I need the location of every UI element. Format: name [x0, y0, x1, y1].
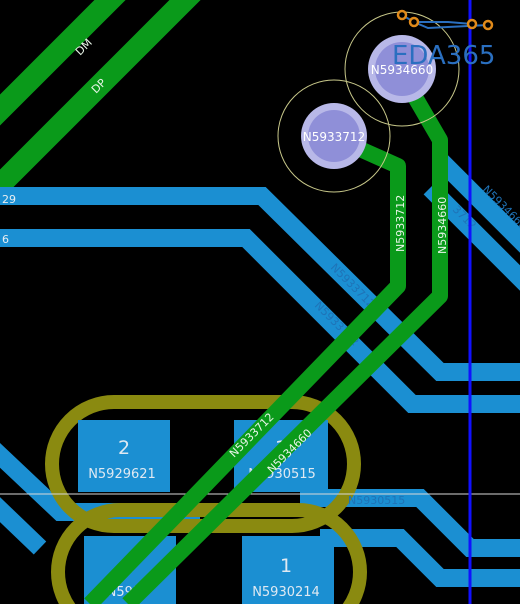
- blue-trace-1[interactable]: [0, 187, 520, 381]
- pad-top-left[interactable]: [78, 420, 170, 492]
- net-label-6: 6: [2, 233, 9, 246]
- logo-dot-3: [466, 18, 478, 30]
- blue-trace-6[interactable]: [0, 497, 47, 555]
- net-label-n5930515: N5930515: [348, 494, 405, 507]
- via-upper-net: N5934660: [371, 63, 433, 77]
- net-label-vertical-n5934660: N5934660: [436, 197, 449, 254]
- footprint-outline-bottom[interactable]: [51, 503, 367, 604]
- via-upper-hole: [375, 42, 429, 96]
- via-lower-net: N5933712: [303, 130, 365, 144]
- logo-text: EDA365: [392, 41, 495, 71]
- blue-trace-8[interactable]: [320, 529, 520, 587]
- eda365-logo: EDA365: [392, 9, 495, 71]
- trace-dp[interactable]: [0, 0, 205, 205]
- logo-dot-1: [396, 9, 408, 21]
- pad-bottom-right-net: N5930214: [252, 585, 320, 600]
- net-label-29: 29: [2, 193, 16, 206]
- pad-bottom-right[interactable]: [242, 536, 334, 604]
- trace-dm[interactable]: [0, 0, 130, 130]
- net-label-vertical-n5933712: N5933712: [394, 195, 407, 252]
- trace-n5933712[interactable]: [84, 129, 406, 604]
- blue-trace-3[interactable]: [433, 153, 520, 253]
- logo-dot-2: [408, 16, 420, 28]
- logo-dot-4: [482, 19, 494, 31]
- trace-n5934660[interactable]: [122, 68, 448, 604]
- pad-top-left-net: N5929621: [88, 467, 156, 482]
- blue-trace-7[interactable]: [300, 489, 520, 557]
- logo-wire: [401, 14, 473, 25]
- via-lower-keepout: [277, 79, 391, 193]
- pad-top-left-number: 2: [118, 437, 130, 459]
- pad-bottom-right-number: 1: [280, 555, 292, 577]
- via-lower-hole: [308, 110, 360, 162]
